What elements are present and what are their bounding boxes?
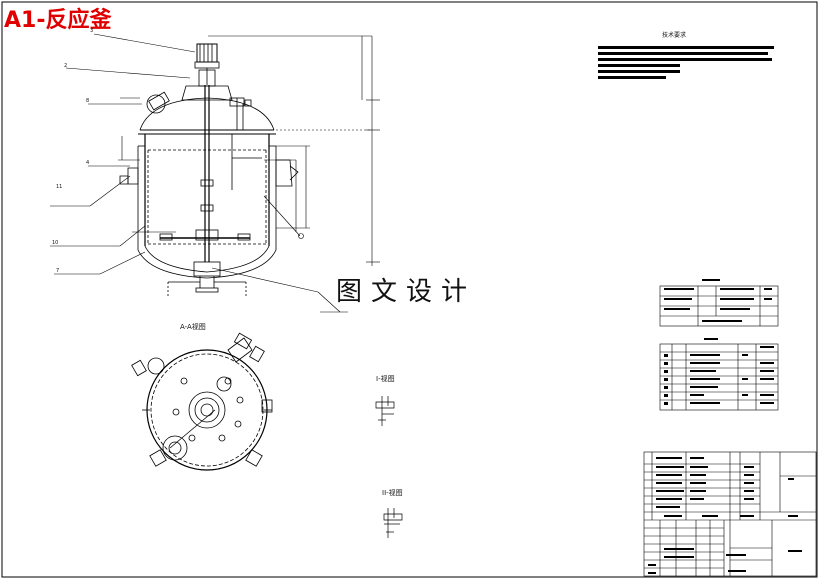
detail-2-label: II-视图 (382, 489, 403, 497)
callout-leaders (50, 33, 348, 313)
dimension-lines (118, 35, 380, 266)
top-view-label: A-A视图 (180, 323, 206, 331)
detail-1 (375, 396, 395, 426)
callout-10: 10 (52, 240, 59, 246)
callout-4: 4 (86, 160, 90, 166)
detail-1-label: I-视图 (376, 375, 395, 383)
notes-heading: 技术要求 (662, 32, 687, 39)
callout-8: 8 (86, 98, 90, 104)
callout-7: 7 (56, 268, 60, 274)
detail-2 (383, 508, 403, 538)
reactor-front-view (119, 43, 299, 296)
watermark-text: 图文设计 (336, 277, 477, 307)
callout-2: 2 (64, 63, 68, 69)
nozzle-table (659, 338, 779, 411)
callout-11: 11 (56, 184, 63, 190)
title-block (643, 451, 817, 577)
top-view (131, 332, 273, 471)
spec-table (659, 279, 779, 327)
drawing-title: A1-反应釜 (4, 8, 112, 33)
notes-block (598, 46, 774, 79)
callout-3: 3 (90, 28, 94, 34)
